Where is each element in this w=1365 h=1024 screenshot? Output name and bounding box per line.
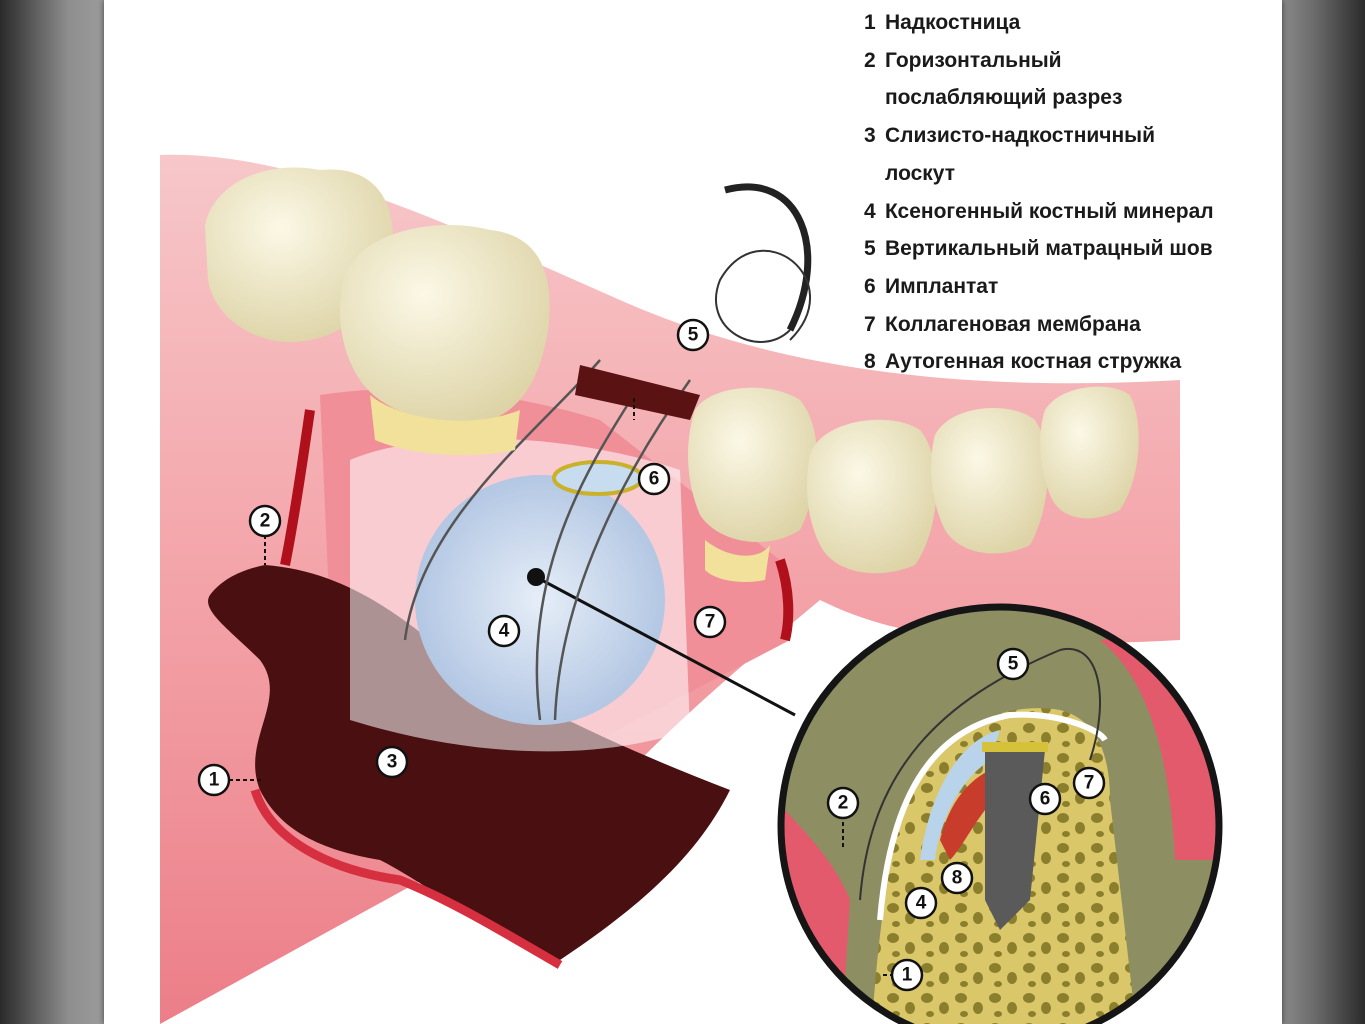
svg-text:6: 6	[1040, 789, 1051, 810]
legend-label: Аутогенная костная стружка	[885, 350, 1182, 374]
mucoperiosteal-flap	[208, 565, 731, 969]
legend-number: 8	[864, 350, 876, 374]
callout-inset-1: 1	[890, 958, 924, 992]
callout-inset-4: 4	[904, 886, 938, 920]
svg-text:5: 5	[1008, 654, 1019, 675]
legend-item: 5 Вертикальный матрацный шов	[864, 230, 1214, 268]
svg-text:3: 3	[387, 752, 398, 773]
legend-number: 5	[864, 237, 876, 261]
right-frame-edge	[1282, 0, 1365, 1024]
legend-number: 1	[864, 11, 876, 34]
svg-text:1: 1	[209, 770, 220, 791]
inset-cross-section	[777, 603, 1223, 1024]
svg-text:7: 7	[1084, 773, 1095, 794]
legend-label: Ксеногенный костный минерал	[885, 199, 1214, 223]
legend-item: 8 Аутогенная костная стружка	[864, 343, 1214, 381]
callout-main-6: 6	[637, 462, 671, 496]
svg-text:1: 1	[902, 965, 913, 986]
legend: 1 Надкостница 2 Горизонтальный послабляющи…	[864, 4, 1214, 381]
legend-item: 2 Горизонтальный послабляющий разрез	[864, 42, 1214, 117]
callout-inset-2: 2	[826, 786, 860, 820]
callout-main-3: 3	[375, 745, 409, 779]
callout-inset-6: 6	[1028, 782, 1062, 816]
svg-text:4: 4	[499, 621, 510, 642]
legend-label: Надкостница	[885, 11, 1021, 34]
legend-label: Имплантат	[885, 274, 999, 298]
legend-number: 6	[864, 274, 876, 298]
svg-text:5: 5	[688, 325, 699, 346]
interdental-papilla	[575, 365, 700, 420]
legend-number: 7	[864, 312, 876, 336]
callout-inset-7: 7	[1072, 766, 1106, 800]
legend-label: Вертикальный матрацный шов	[885, 237, 1213, 261]
svg-text:6: 6	[649, 469, 660, 490]
svg-text:7: 7	[705, 612, 716, 633]
legend-item: 1 Надкостница	[864, 4, 1214, 42]
svg-text:4: 4	[916, 893, 927, 914]
svg-text:2: 2	[260, 511, 271, 532]
legend-label: Коллагеновая мембрана	[885, 312, 1141, 336]
teeth-row-front	[807, 386, 1139, 574]
legend-item: 6 Имплантат	[864, 268, 1214, 306]
legend-item: 4 Ксеногенный костный минерал	[864, 193, 1214, 231]
callout-main-4: 4	[487, 614, 521, 648]
callout-inset-8: 8	[940, 861, 974, 895]
callout-inset-5: 5	[996, 647, 1030, 681]
legend-label: Слизисто-надкостничный лоскут	[885, 124, 1156, 185]
callout-main-2: 2	[248, 504, 282, 538]
callout-main-1: 1	[197, 763, 231, 797]
callout-main-7: 7	[693, 605, 727, 639]
legend-item: 7 Коллагеновая мембрана	[864, 306, 1214, 344]
legend-item: 3 Слизисто-надкостничный лоскут	[864, 117, 1214, 192]
callout-main-5: 5	[676, 318, 710, 352]
svg-text:8: 8	[952, 868, 963, 889]
tooth-molar-front	[340, 225, 550, 456]
graft-site	[350, 438, 796, 752]
tooth-premolar	[688, 387, 817, 582]
svg-text:2: 2	[838, 793, 849, 814]
legend-number: 3	[864, 124, 876, 148]
legend-label: Горизонтальный послабляющий разрез	[885, 48, 1123, 110]
legend-number: 4	[864, 199, 876, 223]
legend-number: 2	[864, 48, 876, 72]
